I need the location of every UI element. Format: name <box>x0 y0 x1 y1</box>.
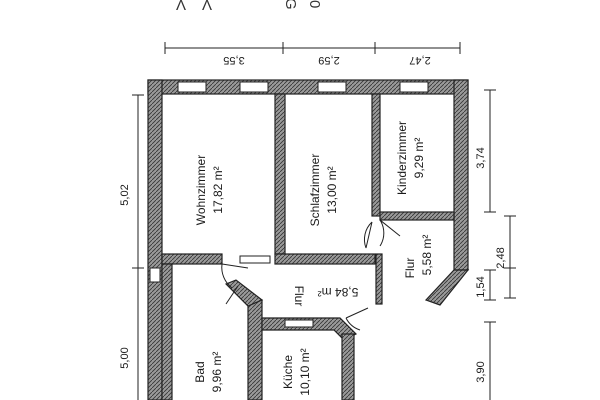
window-7 <box>149 267 161 283</box>
room-flur-small-name: Flur <box>403 258 417 279</box>
room-wohnzimmer-name: Wohnzimmer <box>194 155 208 225</box>
window-4 <box>399 81 429 93</box>
dim-top-2: 2,59 <box>318 54 339 66</box>
dim-left-1: 5,02 <box>119 184 131 205</box>
window-6 <box>284 319 314 328</box>
dim-top-3: 2,47 <box>409 54 430 66</box>
dim-right-3: 1,54 <box>475 276 487 297</box>
header-fragment-4: 0 <box>306 0 323 8</box>
windows <box>149 81 429 328</box>
room-kueche-name: Küche <box>281 355 295 389</box>
door-wohnzimmer <box>221 263 249 289</box>
dim-right-1: 3,74 <box>475 147 487 168</box>
room-kinderzimmer-name: Kinderzimmer <box>395 121 409 195</box>
room-wohnzimmer: Wohnzimmer 17,82 m² <box>194 155 225 225</box>
dim-right-4: 3,90 <box>475 361 487 382</box>
door-kinderzimmer <box>379 219 401 247</box>
room-schlafzimmer-area: 13,00 m² <box>325 166 339 213</box>
room-flur-small-area: 5,58 m² <box>420 235 434 276</box>
room-flur-main-area: 5,84 m² <box>318 285 359 299</box>
room-kueche: Küche 10,10 m² <box>281 348 312 395</box>
right-dimension-chain: 3,74 2,48 1,54 3,90 <box>475 89 516 400</box>
window-3 <box>317 81 347 93</box>
room-kueche-area: 10,10 m² <box>298 348 312 395</box>
door-kueche <box>345 307 369 331</box>
dim-left-2: 5,00 <box>119 347 131 368</box>
room-kinderzimmer-area: 9,29 m² <box>412 138 426 179</box>
top-dimension-chain: 3,55 2,59 2,47 <box>164 42 461 66</box>
window-1 <box>177 81 207 93</box>
room-bad-name: Bad <box>193 361 207 382</box>
room-flur-small: Flur 5,58 m² <box>403 235 434 279</box>
room-schlafzimmer: Schlafzimmer 13,00 m² <box>308 154 339 227</box>
window-5 <box>239 255 271 264</box>
room-kinderzimmer: Kinderzimmer 9,29 m² <box>395 121 426 195</box>
exterior-walls <box>147 79 470 400</box>
doors <box>221 219 401 331</box>
door-schlafzimmer <box>363 221 373 249</box>
window-2 <box>239 81 269 93</box>
header-fragment-2: V <box>202 0 212 13</box>
room-flur-main: Flur 5,84 m² <box>292 285 358 306</box>
room-bad-area: 9,96 m² <box>210 352 224 393</box>
header-fragment-1: V <box>176 0 186 13</box>
room-schlafzimmer-name: Schlafzimmer <box>308 154 322 227</box>
dim-top-1: 3,55 <box>223 54 244 66</box>
door-bad <box>225 285 239 305</box>
room-flur-main-name: Flur <box>292 286 306 307</box>
header-fragment-3: G <box>282 0 299 10</box>
dim-right-2: 2,48 <box>495 247 507 268</box>
left-dimension-chain: 5,02 5,00 <box>119 94 144 400</box>
room-bad: Bad 9,96 m² <box>193 352 224 393</box>
room-wohnzimmer-area: 17,82 m² <box>211 166 225 213</box>
